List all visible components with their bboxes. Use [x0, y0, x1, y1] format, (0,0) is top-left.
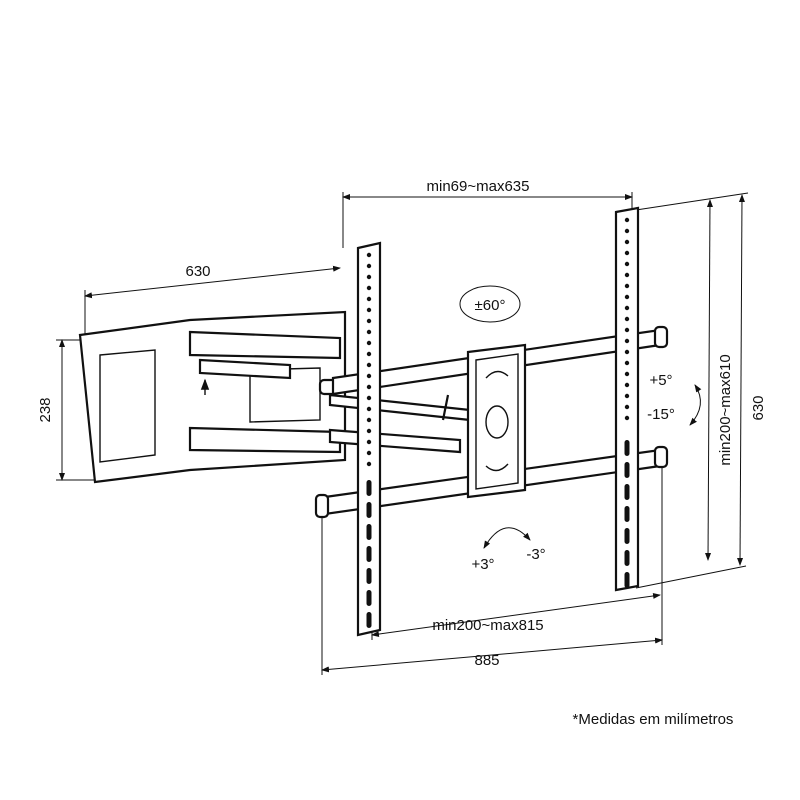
rail-slot — [624, 506, 630, 522]
vertical-rails — [356, 206, 640, 637]
tilt-down-label: -15° — [647, 406, 675, 423]
center-plate — [466, 343, 527, 499]
rail-slot — [366, 612, 372, 628]
level-plus-label: +3° — [471, 556, 494, 573]
rail-slot — [624, 462, 630, 478]
rail-height-label: 630 — [750, 395, 767, 420]
level-minus-label: -3° — [526, 546, 545, 563]
rail-slot — [366, 524, 372, 540]
rail-hole — [366, 296, 372, 302]
rail-hole — [624, 294, 630, 300]
rail-hole — [624, 217, 630, 223]
wall-plate-height-label: 238 — [37, 397, 54, 422]
vertical-spacing-label: min200~max610 — [717, 354, 734, 465]
rail-slot — [366, 568, 372, 584]
rail-hole — [624, 338, 630, 344]
rail-slot — [624, 572, 630, 588]
rail-slot — [624, 440, 630, 456]
rail-hole — [624, 283, 630, 289]
rail-hole — [624, 305, 630, 311]
rail-hole — [366, 450, 372, 456]
swing-arms — [188, 330, 472, 454]
rail-hole — [366, 307, 372, 313]
rail-hole — [624, 272, 630, 278]
rail-slot — [366, 480, 372, 496]
rail-hole — [624, 415, 630, 421]
rail-hole — [366, 461, 372, 467]
rail-slot — [366, 590, 372, 606]
arm-extension-label: min69~max635 — [427, 178, 530, 195]
footnote: *Medidas em milímetros — [573, 711, 734, 728]
rail-slot — [624, 528, 630, 544]
rail-hole — [366, 439, 372, 445]
rail-hole — [366, 373, 372, 379]
rail-hole — [624, 393, 630, 399]
rail-hole — [624, 250, 630, 256]
rail-hole — [366, 384, 372, 390]
rail-hole — [624, 360, 630, 366]
rail-hole — [624, 371, 630, 377]
rail-hole — [366, 417, 372, 423]
rail-hole — [366, 329, 372, 335]
rail-slot — [366, 546, 372, 562]
rail-hole — [624, 382, 630, 388]
rail-hole — [366, 274, 372, 280]
rail-hole — [624, 349, 630, 355]
swivel-angle-label: ±60° — [475, 297, 506, 314]
rail-hole — [366, 285, 372, 291]
rail-hole — [366, 318, 372, 324]
rail-slot — [624, 550, 630, 566]
wall-plate-width-label: 630 — [185, 263, 210, 280]
rail-hole — [366, 351, 372, 357]
rail-hole — [624, 316, 630, 322]
rail-hole — [624, 327, 630, 333]
rail-hole — [624, 261, 630, 267]
rail-hole — [366, 428, 372, 434]
rail-slot — [624, 484, 630, 500]
rail-hole — [366, 252, 372, 258]
horizontal-spacing-label: min200~max815 — [432, 617, 543, 634]
bar-width-label: 885 — [474, 652, 499, 669]
rail-hole — [366, 340, 372, 346]
rail-hole — [366, 395, 372, 401]
rail-hole — [624, 404, 630, 410]
dimension-lines — [56, 192, 749, 675]
tilt-up-label: +5° — [649, 372, 672, 389]
rail-hole — [366, 406, 372, 412]
rail-hole — [624, 228, 630, 234]
rail-slot — [366, 502, 372, 518]
angle-indicators — [459, 285, 702, 549]
rail-hole — [366, 362, 372, 368]
rail-hole — [366, 263, 372, 269]
rail-hole — [624, 239, 630, 245]
